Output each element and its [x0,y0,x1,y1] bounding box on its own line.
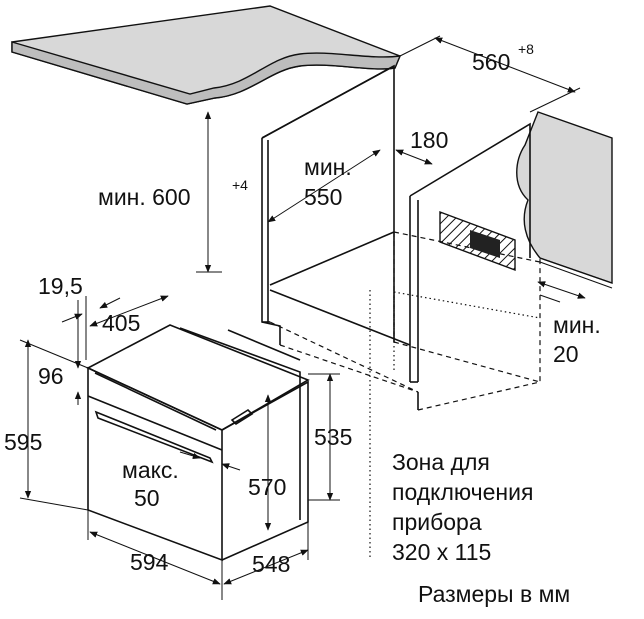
dimension-labels: 560 +8 180 мин. 600 +4 мин. 550 мин. 20 … [4,41,601,607]
label-min-depth-line1: мин. [304,154,352,180]
label-total-depth: 548 [252,551,290,577]
label-total-width: 594 [130,549,169,575]
label-zone-line4: 320 x 115 [392,539,491,565]
label-units-note: Размеры в мм [418,581,570,607]
label-min-gap-line2: 20 [553,341,579,367]
label-handle-max-line1: макс. [122,457,179,483]
label-niche-width: 560 [472,49,510,75]
label-depth-180: 180 [410,127,448,153]
countertop [11,5,402,105]
label-zone-line1: Зона для [392,449,490,475]
oven [86,324,310,562]
label-min-height: мин. 600 [98,184,191,210]
dimension-lines [19,35,586,600]
label-body-depth: 405 [102,310,140,336]
label-total-height: 595 [4,429,42,455]
label-zone-line2: подключения [392,479,533,505]
label-front-offset: 19,5 [38,273,83,299]
label-handle-max-line2: 50 [134,485,160,511]
label-min-depth-line2: 550 [304,184,342,210]
label-zone-line3: прибора [392,509,482,535]
right-wall [516,111,613,289]
label-body-height: 535 [314,424,352,450]
label-inner-height: 570 [248,474,286,500]
label-min-gap-line1: мин. [553,312,601,338]
connection-zone [439,210,516,272]
label-panel-height: 96 [38,363,64,389]
niche-cabinet [261,64,541,560]
label-min-height-tolerance: +4 [232,177,248,193]
label-niche-width-tolerance: +8 [518,41,534,57]
